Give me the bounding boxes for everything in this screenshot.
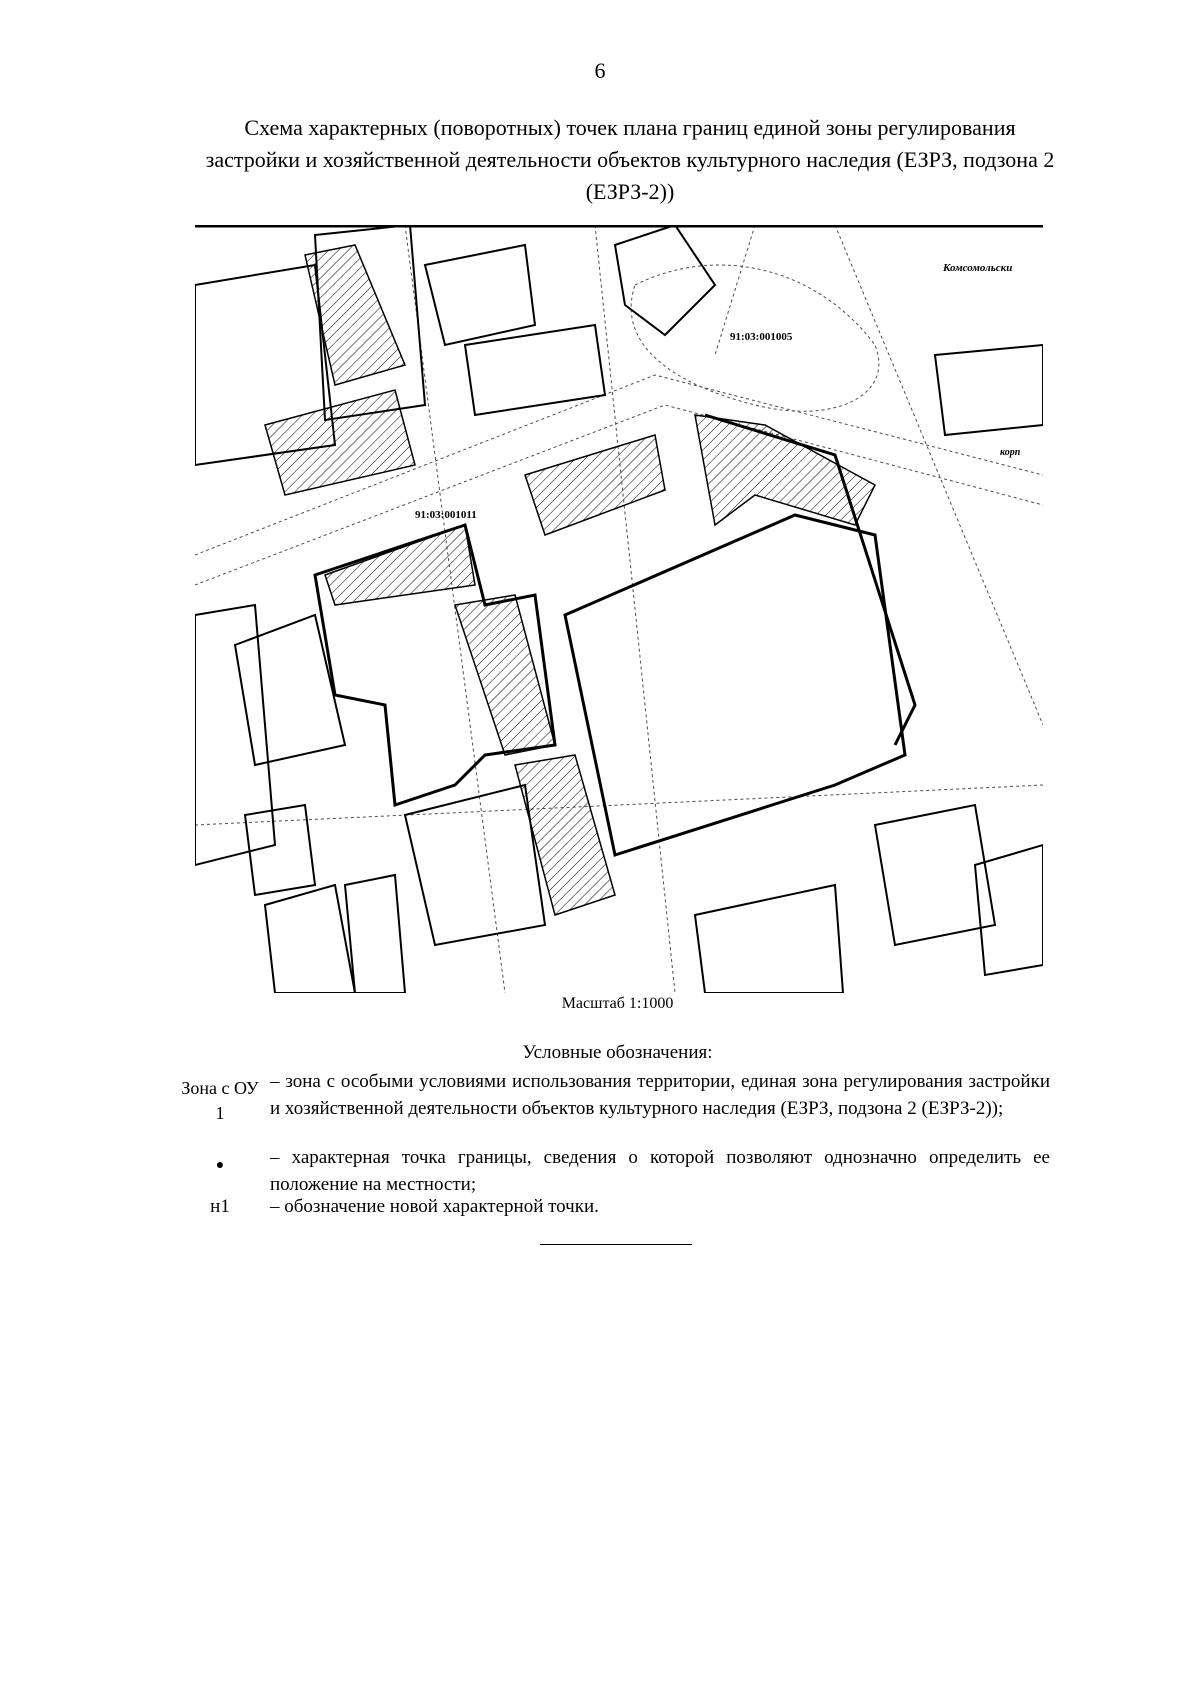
legend-symbol-n1: н1 — [210, 1196, 230, 1217]
divider — [540, 1244, 692, 1245]
boundary-point-icon: ● — [215, 1158, 225, 1173]
page-title: Схема характерных (поворотных) точек пла… — [205, 115, 1055, 204]
cadastral-label: 91:03:001011 — [415, 509, 477, 521]
map-scale: Масштаб 1:1000 — [561, 995, 674, 1012]
legend-text: – обозначение новой характерной точки. — [270, 1196, 599, 1217]
korp-label: корп — [1000, 447, 1021, 458]
cadastral-map: 91:03:001005 91:03:001011 Комсомольски к… — [195, 225, 1043, 993]
hatched-zone — [304, 244, 407, 386]
legend-item: ● – характерная точка границы, сведения … — [180, 1144, 1050, 1198]
legend-item: Зона с ОУ 1 – зона с особыми условиями и… — [180, 1068, 1050, 1152]
legend-text: – характерная точка границы, сведения о … — [270, 1147, 1050, 1195]
legend-title: Условные обозначения: — [522, 1042, 713, 1063]
legend-symbol-zone: Зона с ОУ 1 — [181, 1078, 259, 1123]
legend-item: н1 – обозначение новой характерной точки… — [180, 1193, 1050, 1221]
page-number: 6 — [594, 58, 606, 83]
legend-text: – зона с особыми условиями использования… — [270, 1071, 1050, 1119]
cadastral-label: 91:03:001005 — [730, 331, 793, 343]
street-label: Комсомольски — [942, 262, 1012, 274]
